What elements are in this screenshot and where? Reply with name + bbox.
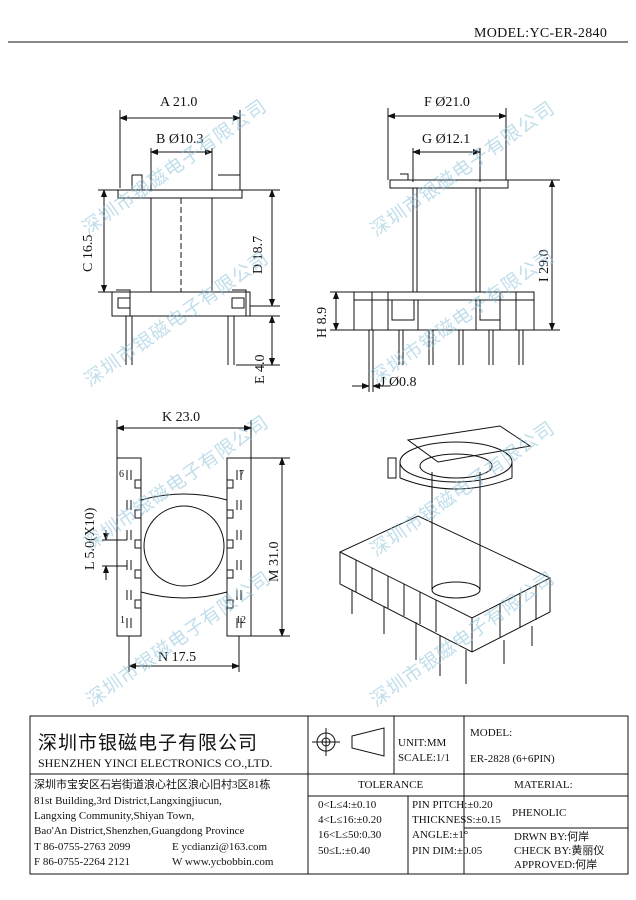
company-name-en: SHENZHEN YINCI ELECTRONICS CO.,LTD. [38, 756, 273, 770]
company-name-cn: 深圳市银磁电子有限公司 [38, 732, 259, 754]
front-view [98, 110, 280, 366]
tolerance-header: TOLERANCE [358, 779, 424, 791]
approved-by: APPROVED:何岸 [514, 859, 598, 871]
dim-k-label: K 23.0 [162, 410, 201, 425]
tolerance-row: PIN DIM:±0.05 [412, 845, 483, 857]
material-header: MATERIAL: [514, 779, 573, 791]
scale-label: SCALE:1/1 [398, 752, 450, 764]
address-en-line: 81st Building,3rd District,Langxingjiucu… [34, 795, 222, 807]
address-en-line: Bao'An District,Shenzhen,Guangdong Provi… [34, 825, 245, 837]
checked-by: CHECK BY:黄丽仪 [514, 845, 605, 857]
fax-number: F 86-0755-2264 2121 [34, 856, 130, 868]
model-label: MODEL:YC-ER-2840 [474, 26, 608, 41]
address-cn: 深圳市宝安区石岩街道浪心社区浪心旧村3区81栋 [34, 779, 271, 791]
dim-h-label: H 8.9 [315, 306, 330, 338]
dim-f-label: F Ø21.0 [424, 95, 470, 110]
tolerance-row: 0<L≤4:±0.10 [318, 799, 377, 811]
tolerance-row: 50≤L:±0.40 [318, 845, 371, 857]
website-url[interactable]: W www.ycbobbin.com [172, 856, 274, 868]
model-value: ER-2828 (6+6PIN) [470, 753, 555, 765]
pin-number-7: 7 [239, 469, 244, 480]
model-header: MODEL: [470, 727, 513, 739]
dim-b-label: B Ø10.3 [156, 132, 204, 147]
address-en-line: Langxing Community,Shiyan Town, [34, 810, 195, 822]
material-value: PHENOLIC [512, 807, 567, 819]
tolerance-row: THICKNESS:±0.15 [412, 814, 501, 826]
dim-a-label: A 21.0 [160, 95, 198, 110]
dim-j-label: J Ø0.8 [380, 375, 417, 390]
phone-number: T 86-0755-2763 2099 [34, 841, 131, 853]
email-address[interactable]: E ycdianzi@163.com [172, 841, 268, 853]
dim-m-label: M 31.0 [267, 541, 282, 582]
dim-g-label: G Ø12.1 [422, 132, 471, 147]
unit-label: UNIT:MM [398, 737, 447, 749]
bottom-view [102, 420, 290, 672]
pin-number-1: 1 [120, 615, 125, 626]
dim-n-label: N 17.5 [158, 650, 197, 665]
tolerance-row: 4<L≤16:±0.20 [318, 814, 382, 826]
pin-number-12: 12 [236, 615, 246, 626]
dim-c-label: C 16.5 [81, 234, 96, 272]
tolerance-row: ANGLE:±1° [412, 829, 469, 841]
title-block [29, 715, 629, 875]
dim-e-label: E 4.0 [253, 354, 268, 384]
isometric-view [338, 425, 552, 684]
side-view [330, 108, 560, 392]
tolerance-row: 16<L≤50:0.30 [318, 829, 382, 841]
pin-number-6: 6 [119, 469, 124, 480]
drawn-by: DRWN BY:何岸 [514, 831, 590, 843]
tolerance-row: PIN PITCH:±0.20 [412, 799, 493, 811]
